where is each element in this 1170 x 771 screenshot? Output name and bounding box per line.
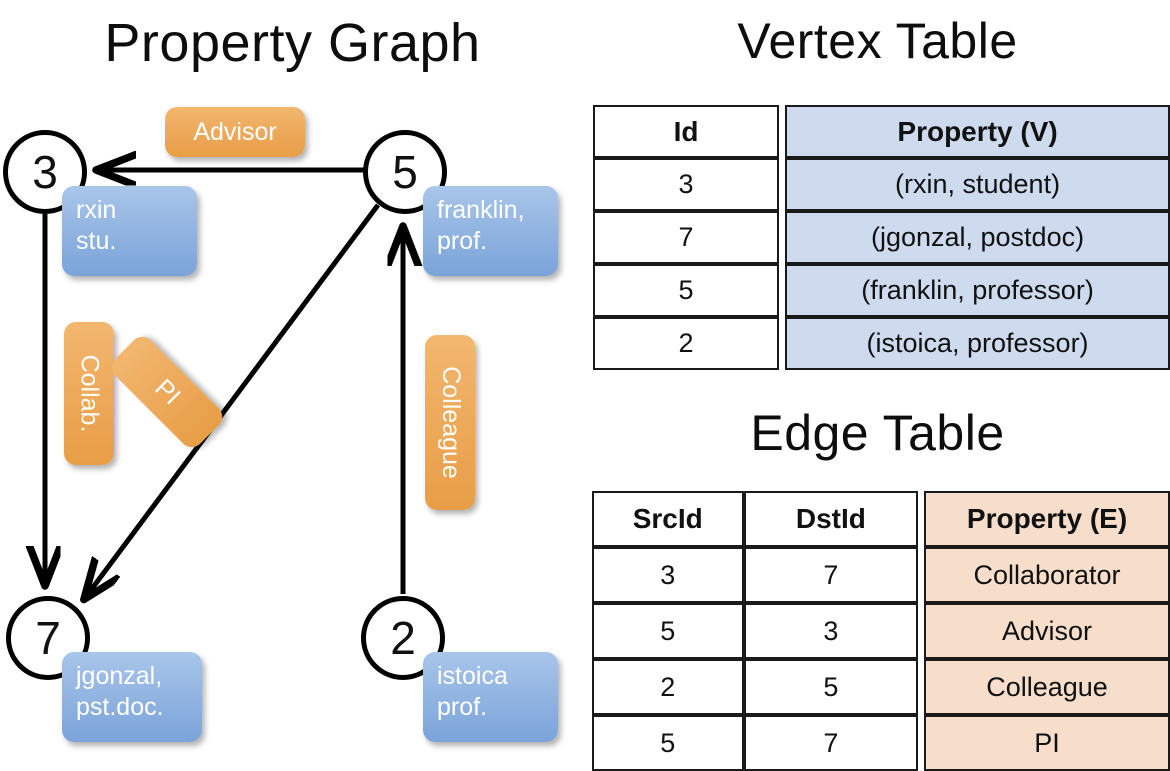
vertex-cell-id: 7 bbox=[593, 211, 780, 264]
edge-label-text: Collab. bbox=[75, 354, 104, 433]
edge-header-srcid: SrcId bbox=[592, 491, 744, 547]
edge-cell-property: Advisor bbox=[924, 603, 1170, 659]
vertex-cell-property: (franklin, professor) bbox=[785, 264, 1170, 317]
edge-table: SrcId DstId Property (E) 3 7 Collaborato… bbox=[592, 491, 1170, 771]
node-property-box-jgonzal: jgonzal, pst.doc. bbox=[62, 652, 202, 742]
node-property-line2: prof. bbox=[437, 692, 488, 721]
edge-cell-srcid: 5 bbox=[592, 603, 744, 659]
edge-5-to-7 bbox=[85, 203, 381, 598]
node-property-line1: jgonzal, bbox=[76, 662, 163, 690]
vertex-table: Id Property (V) 3 (rxin, student) 7 (jgo… bbox=[593, 105, 1170, 370]
vertex-header-property: Property (V) bbox=[785, 105, 1170, 158]
vertex-cell-property: (rxin, student) bbox=[785, 158, 1170, 211]
graph-node-5[interactable]: 5 bbox=[363, 130, 447, 214]
node-property-box-rxin: rxin stu. bbox=[62, 186, 197, 276]
table-row: 7 (jgonzal, postdoc) bbox=[593, 211, 1170, 264]
edge-label-collab: Collab. bbox=[64, 322, 114, 465]
edge-label-text: PI bbox=[149, 373, 186, 410]
table-row: 5 3 Advisor bbox=[592, 603, 1170, 659]
property-graph-canvas: 3 5 7 2 rxin stu. franklin, prof. jgonza… bbox=[0, 0, 585, 760]
vertex-cell-property: (jgonzal, postdoc) bbox=[785, 211, 1170, 264]
table-row: 5 (franklin, professor) bbox=[593, 264, 1170, 317]
edge-label-text: Colleague bbox=[436, 366, 465, 479]
edge-cell-property: Collaborator bbox=[924, 547, 1170, 603]
edge-header-property: Property (E) bbox=[924, 491, 1170, 547]
node-property-box-franklin: franklin, prof. bbox=[423, 186, 558, 276]
table-row: 5 7 PI bbox=[592, 715, 1170, 771]
node-property-line1: rxin bbox=[76, 196, 117, 224]
table-row: 2 (istoica, professor) bbox=[593, 317, 1170, 370]
graph-node-2[interactable]: 2 bbox=[361, 596, 445, 680]
table-row: 3 7 Collaborator bbox=[592, 547, 1170, 603]
edge-label-text: Advisor bbox=[193, 117, 277, 146]
graph-edges-svg bbox=[0, 0, 585, 760]
node-property-line1: franklin, bbox=[437, 196, 525, 224]
node-property-line2: pst.doc. bbox=[76, 692, 164, 721]
edge-cell-dstid: 7 bbox=[743, 547, 919, 603]
node-property-box-istoica: istoica prof. bbox=[423, 652, 558, 742]
page-title-property-graph: Property Graph bbox=[104, 13, 481, 73]
edge-cell-property: PI bbox=[924, 715, 1170, 771]
node-property-line1: istoica bbox=[437, 662, 508, 690]
table-row: 3 (rxin, student) bbox=[593, 158, 1170, 211]
vertex-cell-id: 5 bbox=[593, 264, 780, 317]
vertex-cell-id: 2 bbox=[593, 317, 780, 370]
edge-cell-srcid: 3 bbox=[592, 547, 744, 603]
page-title-vertex-table: Vertex Table bbox=[737, 13, 1018, 69]
edge-cell-dstid: 5 bbox=[743, 659, 919, 715]
table-header-row: Id Property (V) bbox=[593, 105, 1170, 158]
table-header-row: SrcId DstId Property (E) bbox=[592, 491, 1170, 547]
edge-cell-property: Colleague bbox=[924, 659, 1170, 715]
page-title-edge-table: Edge Table bbox=[750, 405, 1005, 461]
edge-cell-dstid: 3 bbox=[743, 603, 919, 659]
vertex-header-id: Id bbox=[593, 105, 780, 158]
vertex-cell-property: (istoica, professor) bbox=[785, 317, 1170, 370]
edge-cell-srcid: 5 bbox=[592, 715, 744, 771]
edge-cell-dstid: 7 bbox=[743, 715, 919, 771]
edge-cell-srcid: 2 bbox=[592, 659, 744, 715]
node-property-line2: prof. bbox=[437, 226, 488, 255]
table-row: 2 5 Colleague bbox=[592, 659, 1170, 715]
vertex-cell-id: 3 bbox=[593, 158, 780, 211]
edge-label-colleague: Colleague bbox=[425, 335, 475, 510]
node-property-line2: stu. bbox=[76, 226, 117, 255]
edge-label-advisor: Advisor bbox=[165, 107, 305, 157]
edge-header-dstid: DstId bbox=[743, 491, 919, 547]
